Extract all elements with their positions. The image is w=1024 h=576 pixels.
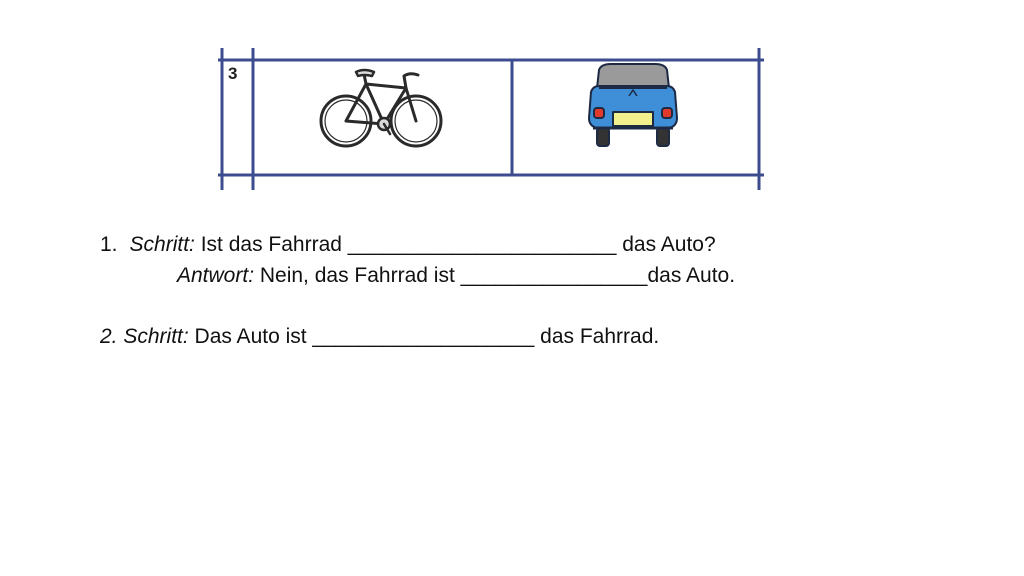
- answer-line: Antwort: Nein, das Fahrrad ist _________…: [177, 263, 735, 289]
- step1-line: 1. Schritt: Ist das Fahrrad _____________…: [100, 232, 716, 258]
- step1-text: Ist das Fahrrad _______________________ …: [194, 233, 716, 256]
- answer-text: Nein, das Fahrrad ist ________________da…: [254, 264, 736, 287]
- step1-number: 1.: [100, 233, 118, 256]
- worksheet-table: 3: [218, 48, 764, 190]
- row-number: 3: [228, 64, 238, 83]
- table-grid: [218, 48, 764, 190]
- step2-text: Das Auto ist ___________________ das Fah…: [188, 325, 660, 348]
- step2-label: 2. Schritt:: [100, 325, 189, 348]
- step1-label: Schritt:: [129, 233, 195, 256]
- answer-label: Antwort:: [177, 264, 255, 287]
- step2-line: 2. Schritt: Das Auto ist _______________…: [100, 324, 659, 350]
